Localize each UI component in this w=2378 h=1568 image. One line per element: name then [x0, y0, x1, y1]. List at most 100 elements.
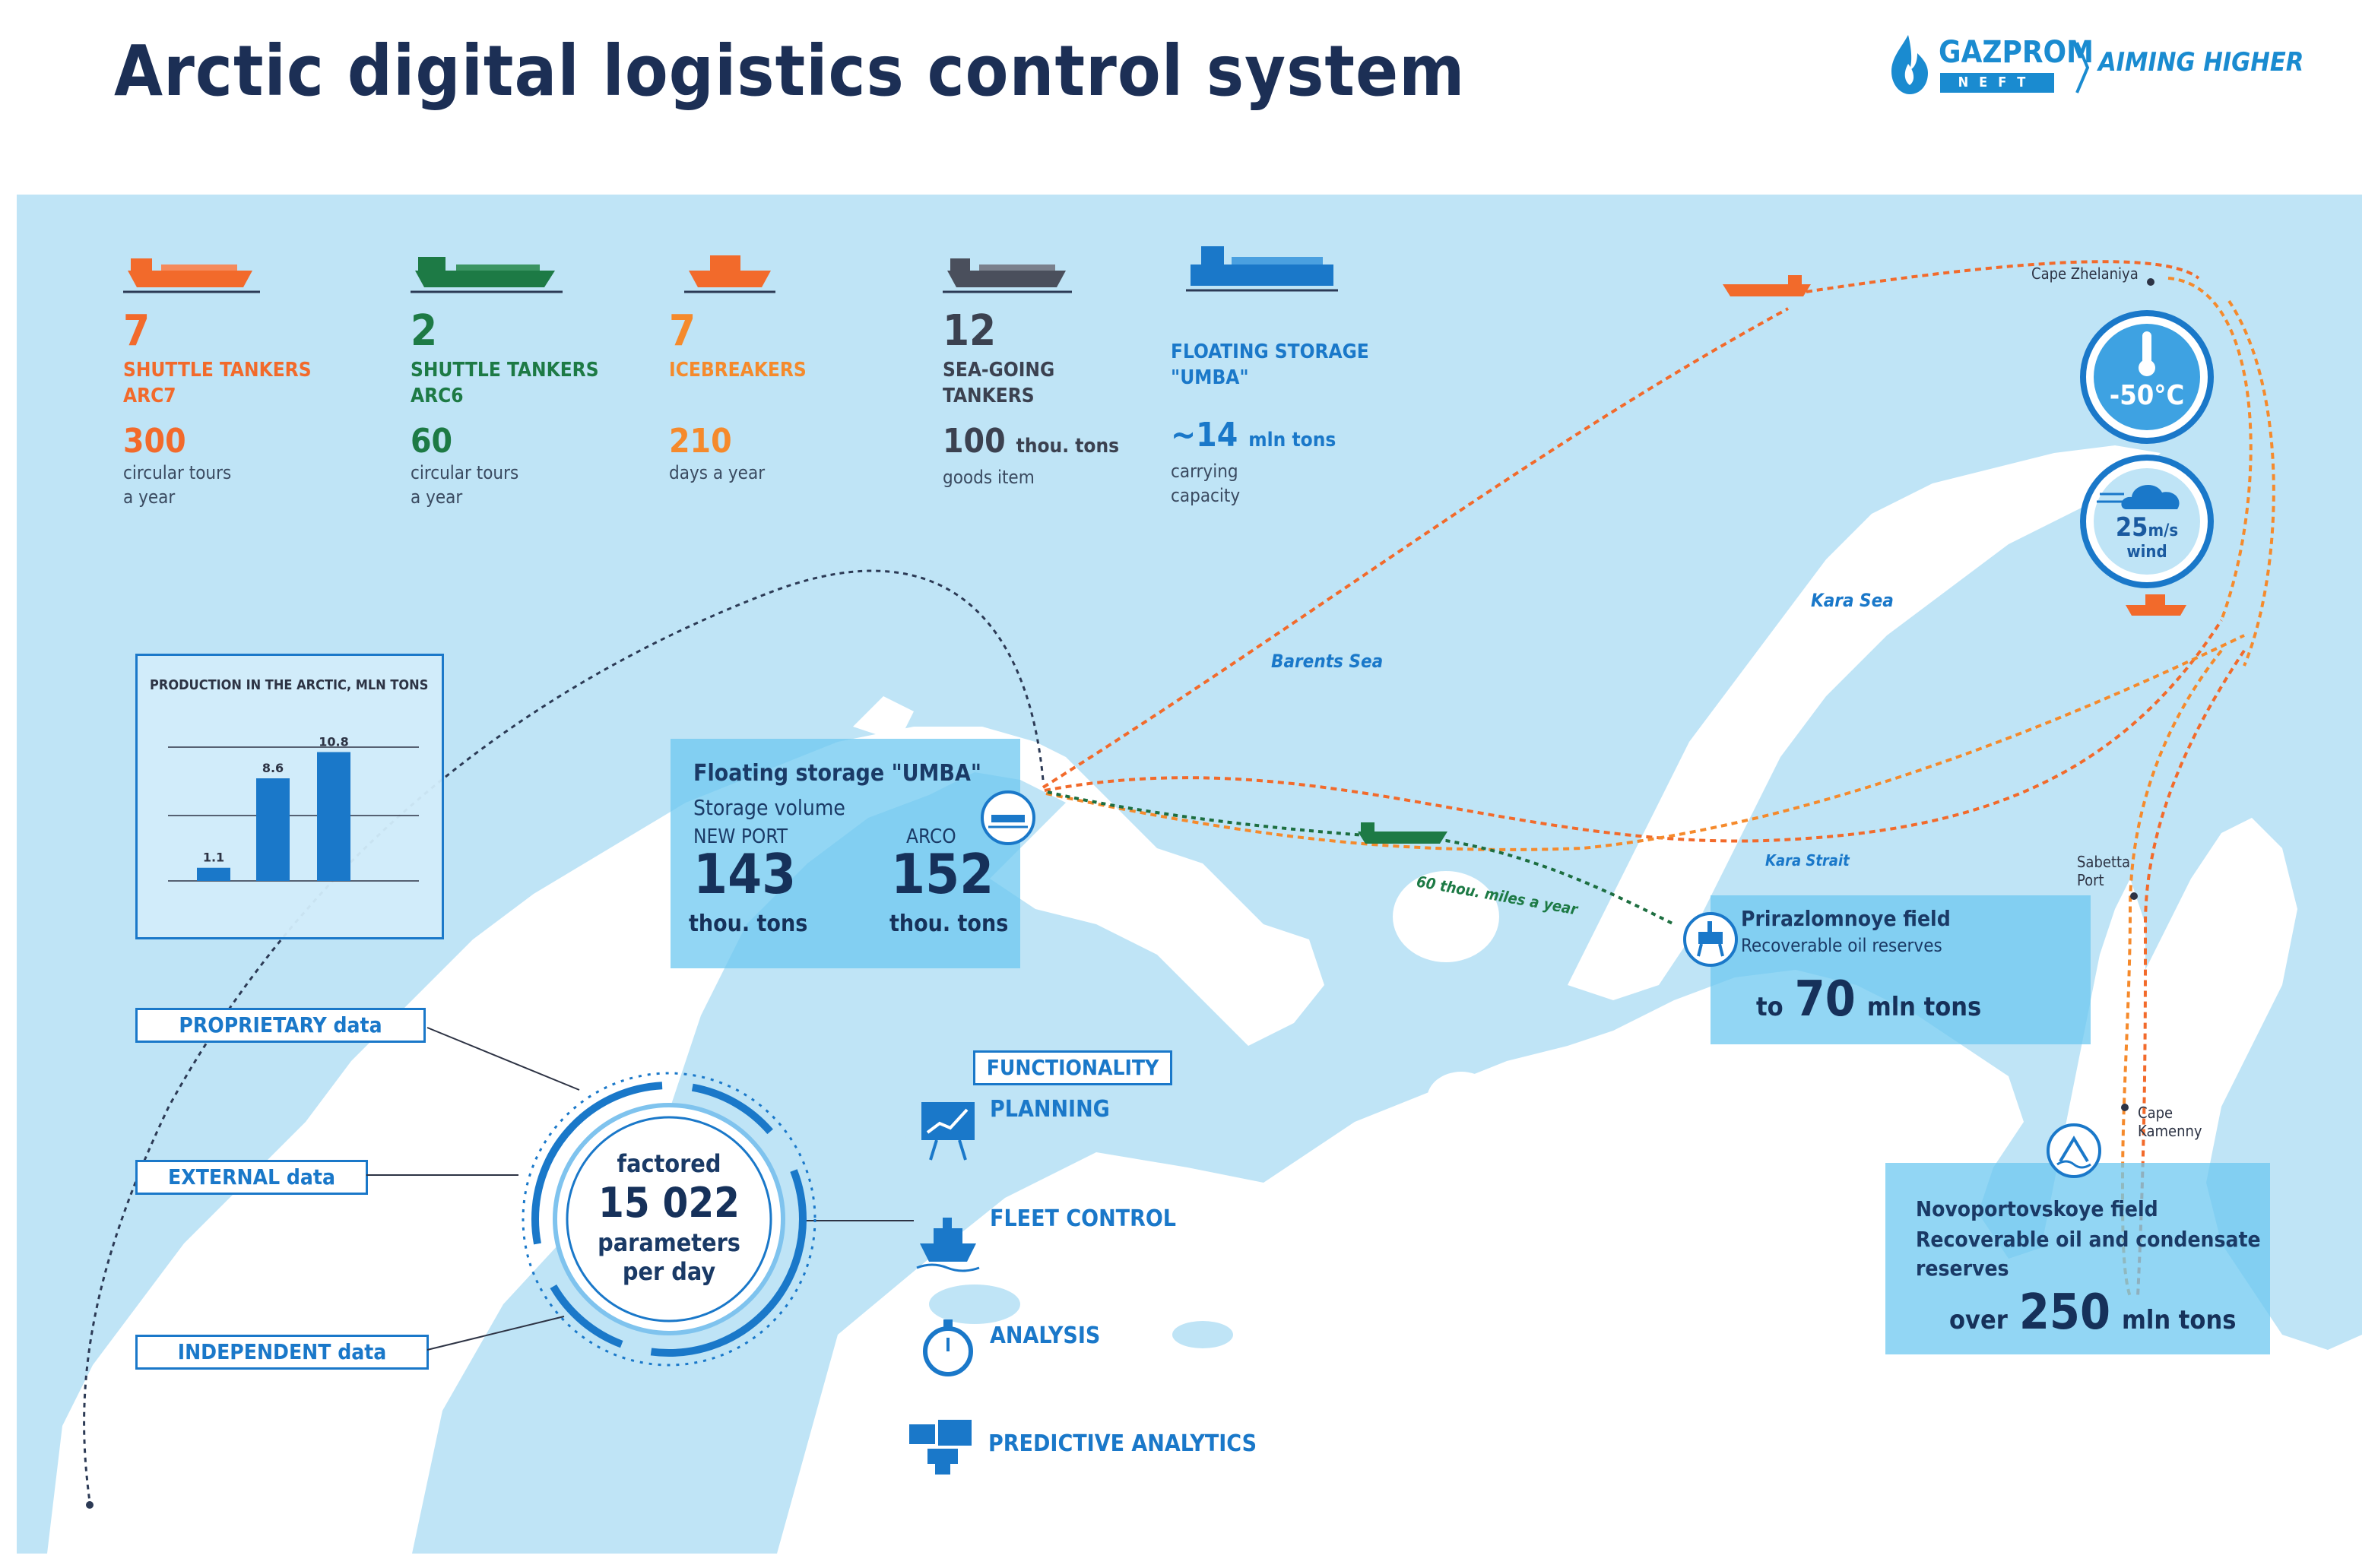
hub-line4: per day	[622, 1257, 716, 1286]
gazprom-neft-logo: GAZPROM NEFT AIMING HIGHER	[1878, 30, 2303, 114]
novoportovskoye-panel: Novoportovskoye field Recoverable oil an…	[1885, 1163, 2270, 1354]
cape-zhelaniya-marker	[2147, 278, 2154, 286]
sabetta-port-label: Sabetta Port	[2077, 853, 2131, 889]
cape-zhelaniya-label: Cape Zhelaniya	[2031, 265, 2139, 283]
stat-number: 12	[943, 306, 997, 356]
novoportovskoye-subtitle: Recoverable oil and condensate reserves	[1916, 1227, 2261, 1281]
floating-storage-marker-icon	[981, 790, 1035, 845]
oil-rig-icon	[2047, 1123, 2101, 1178]
new-port-unit: thou. tons	[689, 911, 808, 937]
new-port-value: 143	[693, 842, 797, 906]
production-bar-label: 8.6	[262, 761, 284, 775]
wind-badge: 25m/s wind	[2078, 453, 2215, 590]
data-hub: factored 15 022 parameters per day	[517, 1149, 821, 1286]
ship-icon	[916, 1218, 980, 1272]
page-title: Arctic digital logistics control system	[114, 30, 1466, 112]
stat-note: circular tours a year	[123, 462, 232, 508]
stat-label: SHUTTLE TANKERS ARC6	[411, 359, 599, 407]
logo-divider	[2075, 42, 2090, 93]
data-connector-lines	[366, 1027, 914, 1351]
icebreaker-ship-icon	[2126, 594, 2186, 616]
stat-label: SHUTTLE TANKERS ARC7	[123, 359, 312, 407]
stat-label: ICEBREAKERS	[669, 359, 807, 382]
wind-label: wind	[2126, 543, 2167, 562]
arc6-tanker-ship-icon	[1358, 822, 1447, 844]
stat-number: 2	[411, 306, 438, 356]
shuttle-tanker-arc6-icon	[411, 257, 563, 293]
wind-value: 25m/s	[2115, 512, 2179, 543]
prirazlomnoye-title: Prirazlomnoye field	[1741, 906, 1951, 931]
icebreaker-icon	[684, 255, 775, 293]
functionality-header: FUNCTIONALITY	[973, 1050, 1172, 1085]
shuttle-tanker-arc7-icon	[123, 258, 260, 293]
stat-note: carrying capacity	[1171, 461, 1241, 506]
floating-storage-panel: Floating storage "UMBA" Storage volume N…	[671, 739, 1020, 968]
production-bar	[197, 867, 230, 881]
hub-line3: parameters	[598, 1228, 740, 1257]
stat-arc6: 2 SHUTTLE TANKERS ARC6 60 circular tours…	[411, 309, 639, 509]
storage-subtitle: Storage volume	[693, 795, 845, 820]
hub-value: 15 022	[598, 1179, 740, 1227]
chart-title: PRODUCTION IN THE ARCTIC, MLN TONS	[150, 677, 429, 693]
func-predictive-analytics: PREDICTIVE ANALYTICS	[988, 1430, 1257, 1457]
stat-note: days a year	[669, 462, 766, 483]
floating-storage-icon	[1186, 246, 1338, 292]
stat-label: SEA-GOING TANKERS	[943, 359, 1055, 407]
stat-icebreakers: 7 ICEBREAKERS 210 days a year	[669, 309, 897, 485]
arco-label: ARCO	[906, 825, 956, 848]
wind-cloud-icon	[2080, 455, 2214, 588]
analytics-icon	[909, 1420, 972, 1475]
fleet-icons-row	[123, 246, 1644, 293]
logo-slogan: AIMING HIGHER	[2098, 47, 2304, 78]
stat-value: 210	[669, 422, 732, 461]
prirazlomnoye-subtitle: Recoverable oil reserves	[1741, 935, 1942, 956]
novoportovskoye-title: Novoportovskoye field	[1916, 1196, 2158, 1221]
func-analysis: ANALYSIS	[990, 1323, 1101, 1349]
external-data-tag: EXTERNAL data	[135, 1160, 368, 1195]
stat-number: 7	[669, 306, 696, 356]
novoportovskoye-value: over 250 mln tons	[1949, 1284, 2237, 1341]
routes-layer	[83, 260, 2275, 1509]
flame-logo-icon	[1891, 35, 1928, 94]
barents-sea-label: Barents Sea	[1271, 651, 1384, 672]
arco-unit: thou. tons	[889, 911, 1009, 937]
arco-value: 152	[891, 842, 994, 906]
arctic-map: 7 SHUTTLE TANKERS ARC7 300 circular tour…	[17, 195, 2362, 1554]
stopwatch-icon	[923, 1319, 973, 1376]
stat-note: goods item	[943, 467, 1035, 488]
temperature-badge: -50°C	[2078, 309, 2215, 445]
temperature-badge-ring	[2080, 310, 2214, 444]
func-planning: PLANNING	[990, 1096, 1110, 1123]
production-bar-label: 10.8	[319, 735, 348, 749]
func-fleet-control: FLEET CONTROL	[990, 1205, 1176, 1232]
prirazlomnoye-value: to 70 mln tons	[1756, 971, 1982, 1028]
sabetta-port-marker	[2130, 892, 2138, 900]
data-hub-rings	[522, 1072, 816, 1367]
production-chart-plot: 1.1 8.6 10.8	[168, 735, 419, 882]
arc7-tanker-ship-icon	[1723, 275, 1811, 296]
stat-note: circular tours a year	[411, 462, 519, 508]
proprietary-data-tag: PROPRIETARY data	[135, 1008, 426, 1043]
production-chart: PRODUCTION IN THE ARCTIC, MLN TONS 1.1 8.…	[135, 654, 444, 939]
stat-label: FLOATING STORAGE "UMBA"	[1171, 341, 1369, 389]
hub-line1: factored	[617, 1149, 721, 1178]
logo-sub: NEFT	[1940, 73, 2054, 93]
stat-arc7: 7 SHUTTLE TANKERS ARC7 300 circular tour…	[123, 309, 351, 509]
oil-platform-icon	[1683, 912, 1738, 967]
new-port-label: NEW PORT	[693, 825, 788, 848]
production-bar-label: 1.1	[203, 851, 224, 865]
kara-sea-label: Kara Sea	[1811, 590, 1894, 611]
temperature-value: -50°C	[2109, 380, 2185, 411]
kara-strait-label: Kara Strait	[1765, 851, 1850, 870]
production-bar	[256, 778, 290, 881]
cape-kamenny-label: Cape Kamenny	[2138, 1104, 2202, 1140]
production-bar	[317, 752, 350, 881]
sea-going-tanker-icon	[943, 258, 1072, 293]
independent-data-tag: INDEPENDENT data	[135, 1335, 429, 1370]
storage-title: Floating storage "UMBA"	[693, 760, 981, 787]
logo-brand: GAZPROM	[1939, 35, 2094, 70]
